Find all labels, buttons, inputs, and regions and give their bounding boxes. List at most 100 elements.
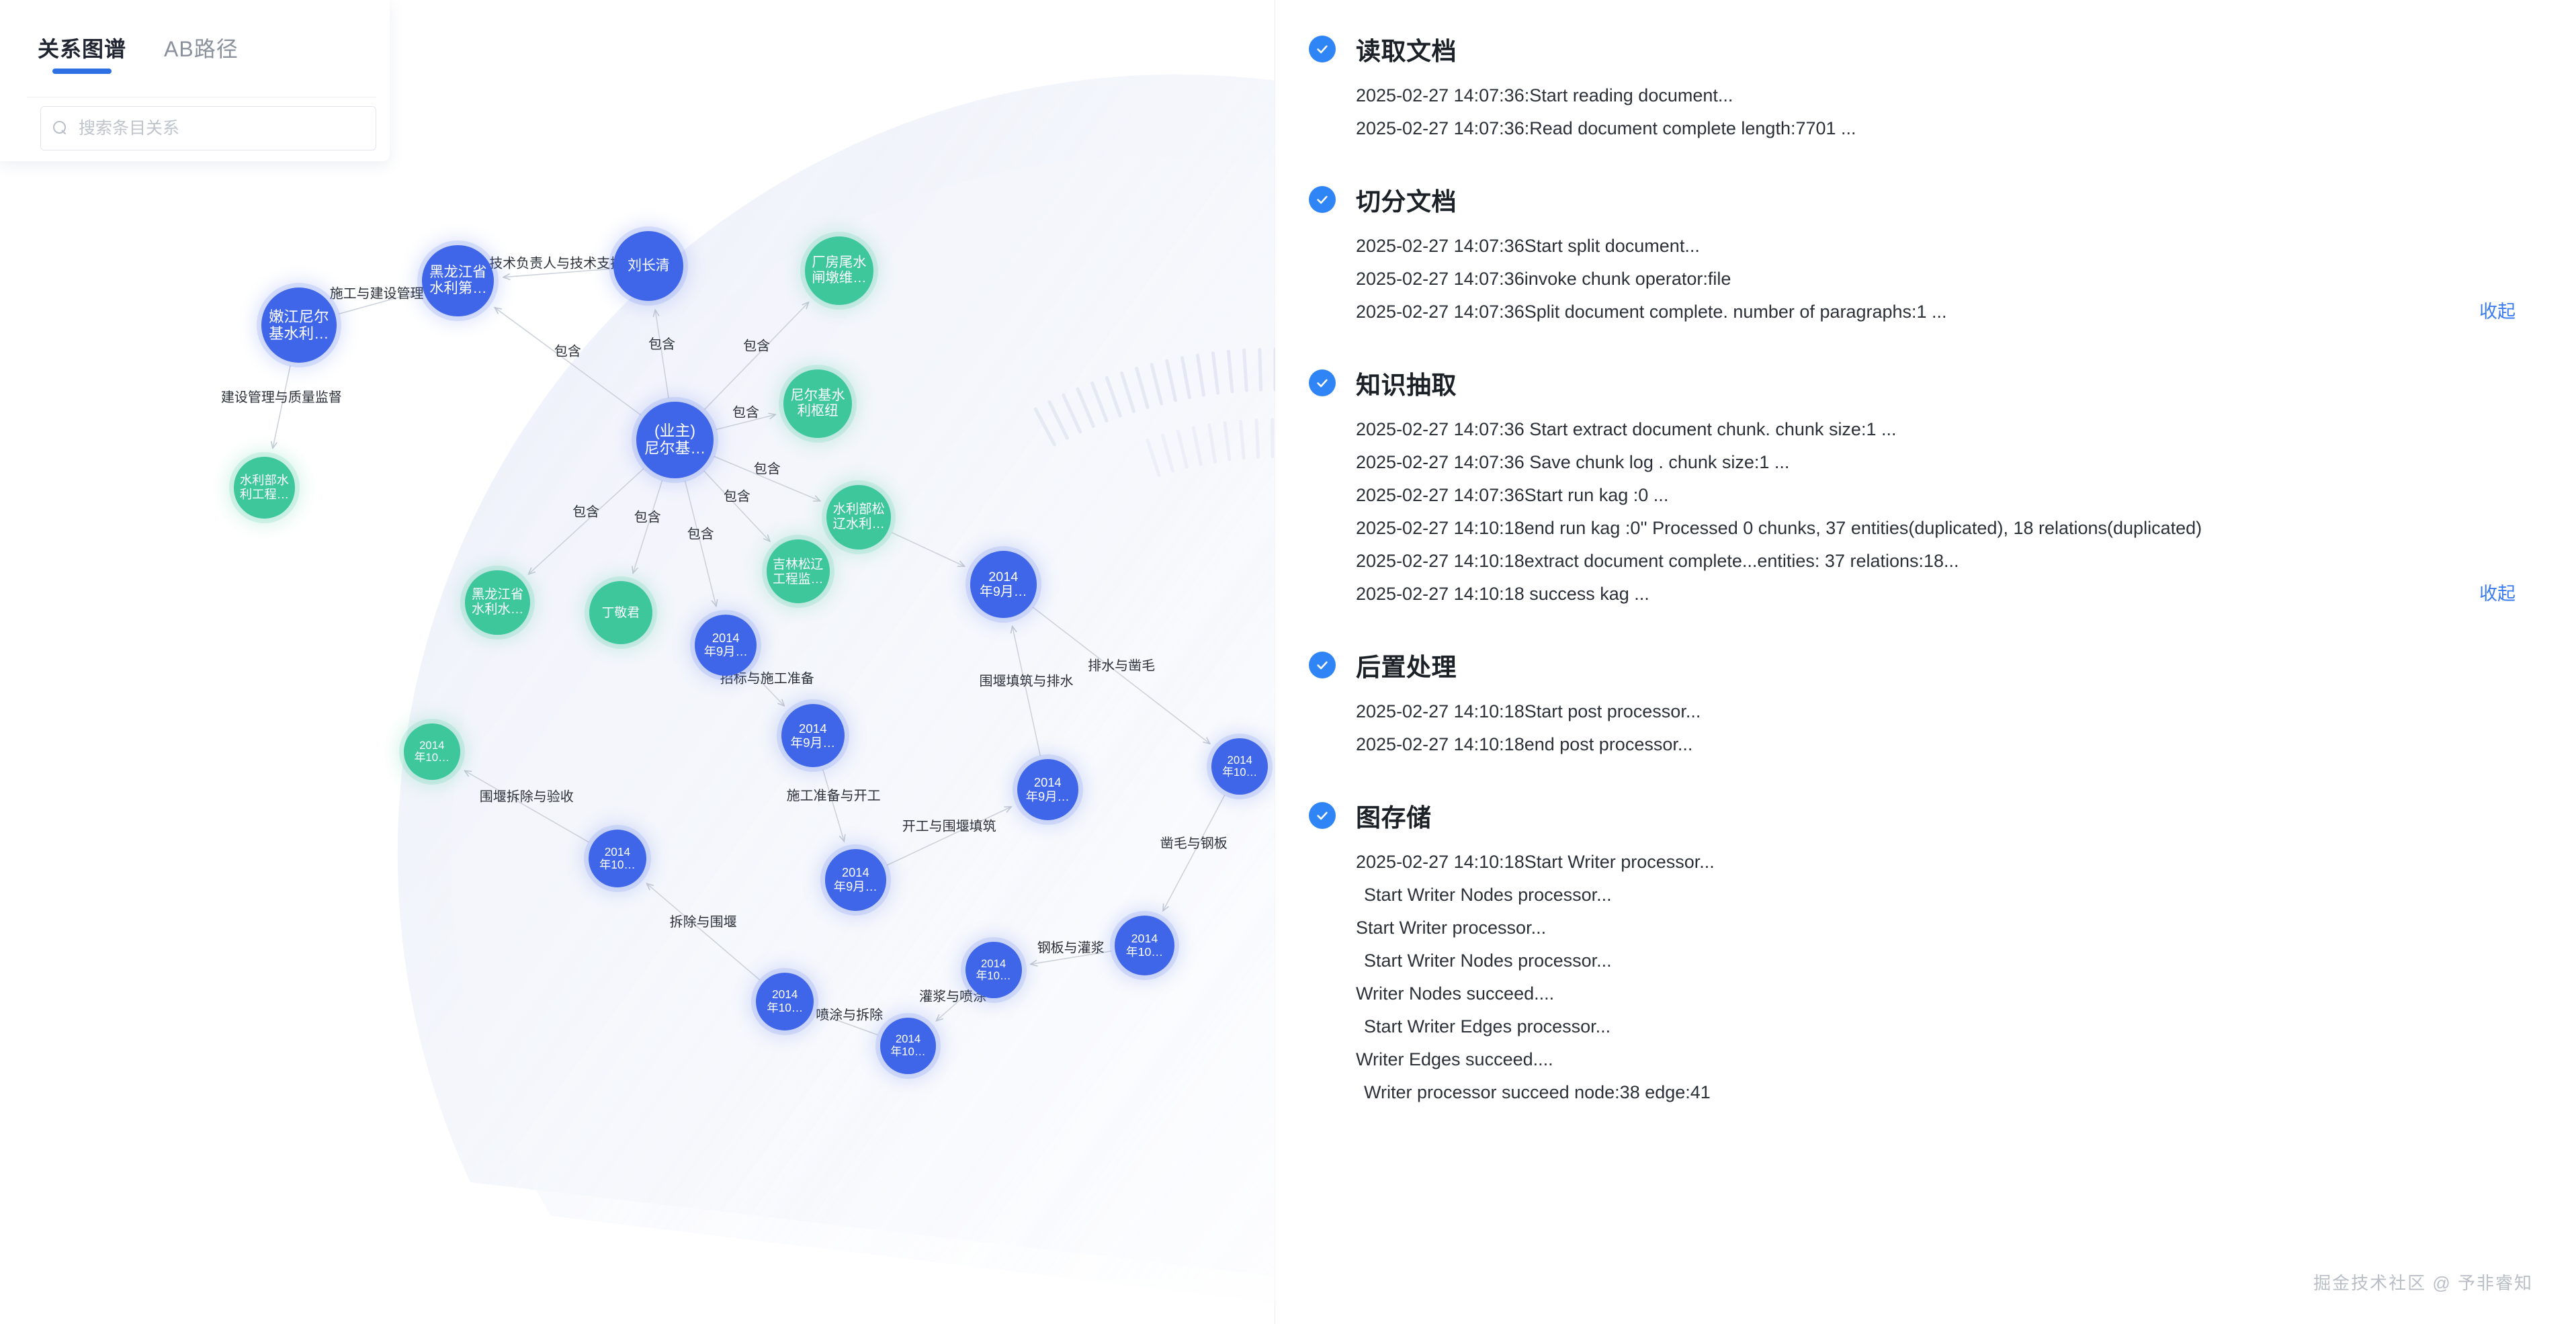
- log-section-body: 2025-02-27 14:10:18Start post processor.…: [1356, 695, 2536, 768]
- graph-node[interactable]: 刘长清: [613, 230, 684, 302]
- pipeline-log-panel[interactable]: 读取文档 2025-02-27 14:07:36:Start reading do…: [1275, 0, 2576, 1324]
- log-line: 2025-02-27 14:07:36:Read document comple…: [1356, 118, 1856, 138]
- log-line: 2025-02-27 14:07:36 Save chunk log . chu…: [1356, 452, 1790, 472]
- graph-node[interactable]: 丁敬君: [589, 580, 652, 644]
- check-circle-icon: [1309, 369, 1336, 396]
- search-box[interactable]: [40, 106, 376, 150]
- log-section-header[interactable]: 图存储: [1309, 797, 2536, 834]
- log-section-title: 后置处理: [1356, 654, 1457, 681]
- graph-edge: [655, 310, 669, 398]
- graph-node[interactable]: 水利部松辽水利…: [826, 484, 892, 550]
- graph-edge: [273, 365, 291, 449]
- log-section-header[interactable]: 知识抽取: [1309, 365, 2536, 401]
- graph-edge-label: 包含: [743, 339, 770, 354]
- log-section-title: 读取文档: [1356, 38, 1457, 65]
- graph-node[interactable]: 黑龙江省水利第…: [422, 245, 495, 317]
- graph-node[interactable]: 嫩江尼尔基水利…: [261, 287, 337, 363]
- graph-node[interactable]: 黑龙江省水利水…: [465, 570, 530, 635]
- check-circle-icon: [1309, 186, 1336, 213]
- relationship-graph-panel[interactable]: 施工与建设管理建设管理与质量监督技术负责人与技术支持包含包含包含包含包含包含包含…: [0, 0, 1275, 1324]
- graph-edge: [886, 807, 1011, 866]
- log-line: 2025-02-27 14:10:18end post processor...: [1356, 734, 1693, 754]
- log-section: 后置处理 2025-02-27 14:10:18Start post proces…: [1275, 647, 2576, 768]
- log-line: 2025-02-27 14:07:36Start run kag :0 ...: [1356, 485, 1669, 505]
- graph-node[interactable]: (业主)尼尔基…: [636, 401, 714, 479]
- log-section-header[interactable]: 读取文档: [1309, 31, 2536, 67]
- graph-node[interactable]: 水利部水利工程…: [233, 457, 296, 519]
- graph-node-label: 黑龙江省水利水…: [471, 588, 524, 617]
- collapse-button[interactable]: 收起: [2479, 302, 2516, 322]
- log-section-body: 2025-02-27 14:07:36Start split document.…: [1356, 230, 2536, 335]
- graph-node-label: 吉林松辽工程监…: [773, 557, 824, 586]
- tab-ab-path[interactable]: AB路径: [164, 37, 239, 61]
- graph-edge-label: 包含: [687, 526, 714, 541]
- log-section-spacer: [1275, 1116, 2576, 1145]
- log-section-title: 知识抽取: [1356, 371, 1457, 399]
- graph-edge: [1163, 795, 1226, 911]
- graph-node[interactable]: 吉林松辽工程监…: [766, 539, 830, 603]
- log-section-body: 2025-02-27 14:07:36:Start reading docume…: [1356, 79, 2536, 152]
- graph-edge: [822, 769, 845, 842]
- graph-edge-label: 围堰填筑与排水: [980, 674, 1074, 689]
- log-line: 2025-02-27 14:10:18extract document comp…: [1356, 551, 1959, 571]
- graph-edge: [464, 770, 589, 843]
- log-section-spacer: [1275, 152, 2576, 181]
- graph-edge-label: 围堰拆除与验收: [480, 789, 574, 805]
- log-line: 2025-02-27 14:10:18Start post processor.…: [1356, 701, 1701, 721]
- graph-node[interactable]: 厂房尾水闸墩维…: [805, 236, 873, 306]
- graph-edge-label: 凿毛与钢板: [1160, 836, 1228, 851]
- graph-node[interactable]: 尼尔基水利枢纽: [783, 369, 852, 439]
- graph-node-label: 嫩江尼尔基水利…: [269, 308, 329, 342]
- log-section-title: 图存储: [1356, 804, 1432, 832]
- tab-relationship-graph[interactable]: 关系图谱: [38, 32, 126, 74]
- log-section-header[interactable]: 后置处理: [1309, 647, 2536, 683]
- graph-node-label: 刘长清: [628, 258, 670, 274]
- log-line: 2025-02-27 14:07:36invoke chunk operator…: [1356, 269, 1731, 289]
- graph-edge-label: 建设管理与质量监督: [221, 390, 342, 405]
- graph-edge: [633, 480, 663, 573]
- graph-node-label: 丁敬君: [601, 605, 640, 620]
- search-input[interactable]: [77, 118, 363, 139]
- check-circle-icon: [1309, 36, 1336, 62]
- log-section-title: 切分文档: [1356, 188, 1457, 216]
- log-line: Start Writer Edges processor...: [1364, 1016, 1611, 1036]
- search-icon: [53, 121, 68, 136]
- graph-edge: [892, 532, 964, 566]
- graph-node-label: 厂房尾水闸墩维…: [812, 255, 867, 286]
- log-section-header[interactable]: 切分文档: [1309, 181, 2536, 218]
- log-section-spacer: [1275, 768, 2576, 797]
- graph-edge-label: 拆除与围堰: [670, 914, 737, 930]
- log-line: Start Writer Nodes processor...: [1364, 885, 1612, 905]
- log-section: 切分文档 2025-02-27 14:07:36Start split docum…: [1275, 181, 2576, 335]
- log-section-spacer: [1275, 335, 2576, 365]
- collapse-button[interactable]: 收起: [2479, 584, 2516, 604]
- log-line: Writer Edges succeed....: [1356, 1049, 1553, 1069]
- graph-edge-label: 包含: [572, 504, 599, 519]
- graph-edge-label: 排水与凿毛: [1088, 658, 1155, 674]
- graph-node-label: 黑龙江省水利第…: [429, 264, 487, 296]
- log-line: 2025-02-27 14:07:36:Start reading docume…: [1356, 85, 1733, 105]
- graph-edge: [647, 883, 761, 981]
- graph-edges-layer: 施工与建设管理建设管理与质量监督技术负责人与技术支持包含包含包含包含包含包含包含…: [221, 256, 1228, 1036]
- graph-tabs[interactable]: 关系图谱 AB路径: [38, 32, 239, 74]
- graph-edge-label: 开工与围堰填筑: [902, 819, 996, 834]
- graph-edge-label: 包含: [554, 344, 581, 359]
- graph-edge: [1013, 626, 1041, 756]
